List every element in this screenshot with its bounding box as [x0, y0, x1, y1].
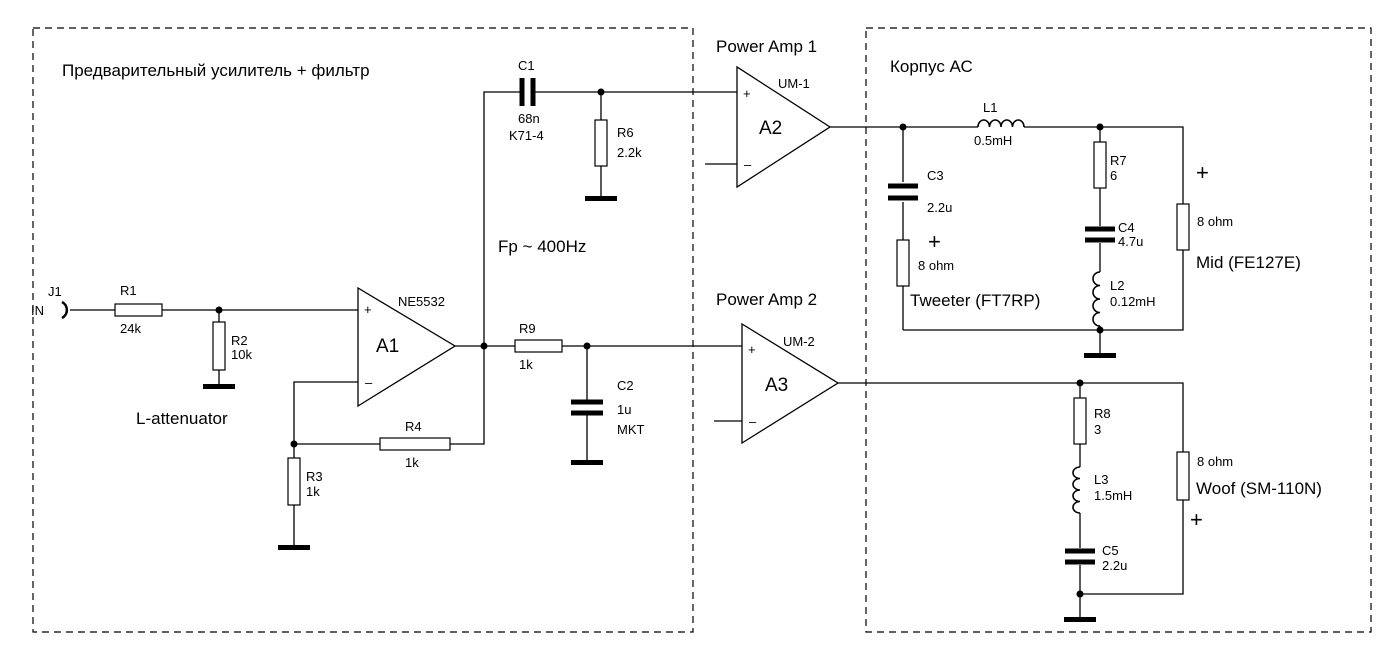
- r8-value: 3: [1094, 422, 1101, 437]
- l-attenuator-label: L-attenuator: [136, 409, 228, 428]
- speaker-woofer: [1176, 451, 1190, 501]
- woof-polarity: +: [1190, 507, 1203, 532]
- r3-value: 1k: [306, 484, 320, 499]
- c1-value: 68n: [518, 111, 540, 126]
- a1-part: NE5532: [398, 294, 445, 309]
- speaker-mid: [1176, 203, 1190, 251]
- a2-name: A2: [759, 118, 782, 139]
- j1-ref: J1: [48, 284, 62, 299]
- r2-value: 10k: [231, 347, 252, 362]
- c3-value: 2.2u: [927, 200, 952, 215]
- a2-plus: +: [743, 86, 751, 101]
- capacitor-c1: [519, 78, 536, 106]
- wires: [70, 91, 1184, 619]
- r3-ref: R3: [306, 469, 323, 484]
- j1-label: IN: [31, 303, 44, 318]
- a1-plus: +: [364, 302, 372, 317]
- capacitor-c2: [571, 399, 603, 416]
- r6-value: 2.2k: [617, 145, 642, 160]
- a1-name: A1: [376, 336, 399, 357]
- resistor-r3: [287, 457, 301, 506]
- capacitor-c4: [1085, 226, 1115, 243]
- capacitor-c5: [1065, 548, 1095, 565]
- r9-value: 1k: [519, 357, 533, 372]
- c2-ref: C2: [617, 378, 634, 393]
- r7-ref: R7: [1110, 153, 1127, 168]
- a2-minus: –: [744, 157, 752, 172]
- power-amp-a2: + – A2 UM-1: [736, 65, 832, 189]
- junction-dots: [215, 88, 1104, 598]
- resistor-r9: [514, 339, 563, 353]
- resistor-r1: [114, 303, 163, 317]
- l3-ref: L3: [1094, 472, 1108, 487]
- l3-value: 1.5mH: [1094, 488, 1132, 503]
- c4-ref: C4: [1118, 220, 1135, 235]
- r7-value: 6: [1110, 168, 1117, 183]
- l1-ref: L1: [983, 100, 997, 115]
- woof-impedance: 8 ohm: [1197, 454, 1233, 469]
- a3-plus: +: [748, 342, 756, 357]
- cabinet-block-border: [865, 27, 1372, 633]
- r9-ref: R9: [519, 321, 536, 336]
- c5-ref: C5: [1102, 543, 1119, 558]
- resistor-r6: [594, 119, 608, 167]
- r6-ref: R6: [617, 125, 634, 140]
- input-jack-icon: [61, 300, 69, 320]
- tweeter-polarity: +: [928, 229, 941, 254]
- preamp-block-border: [32, 27, 694, 633]
- r1-ref: R1: [120, 283, 137, 298]
- c1-type: K71-4: [509, 128, 544, 143]
- c1-ref: C1: [518, 58, 535, 73]
- tweeter-name: Tweeter (FT7RP): [910, 291, 1040, 310]
- a2-part: UM-1: [778, 76, 810, 91]
- ground-symbols: [203, 196, 1116, 622]
- tweeter-impedance: 8 ohm: [918, 258, 954, 273]
- mid-impedance: 8 ohm: [1197, 214, 1233, 229]
- a3-part: UM-2: [783, 334, 815, 349]
- mid-polarity: +: [1196, 160, 1209, 185]
- resistor-r8: [1073, 397, 1087, 445]
- l2-value: 0.12mH: [1110, 294, 1156, 309]
- a3-name: A3: [765, 375, 788, 396]
- resistor-r7: [1093, 141, 1107, 189]
- opamp-a1: + – A1 NE5532: [357, 286, 457, 408]
- cabinet-block-title: Корпус АС: [890, 57, 973, 76]
- r2-ref: R2: [231, 333, 248, 348]
- inductor-l2: [1092, 271, 1101, 327]
- r1-value: 24k: [120, 321, 141, 336]
- cutoff-frequency-label: Fp ~ 400Hz: [498, 237, 586, 256]
- preamp-block-title: Предварительный усилитель + фильтр: [62, 61, 370, 80]
- l2-ref: L2: [1110, 278, 1124, 293]
- c2-type: MKT: [617, 422, 645, 437]
- mid-name: Mid (FE127E): [1196, 253, 1301, 272]
- resistor-r2: [212, 321, 226, 371]
- l1-value: 0.5mH: [974, 133, 1012, 148]
- c4-value: 4.7u: [1118, 234, 1143, 249]
- r4-ref: R4: [405, 419, 422, 434]
- speaker-tweeter: [896, 239, 910, 287]
- c3-ref: C3: [927, 168, 944, 183]
- power-amp-2-title: Power Amp 2: [716, 290, 817, 309]
- power-amp-1-title: Power Amp 1: [716, 37, 817, 56]
- inductor-l1: [977, 119, 1025, 128]
- a1-minus: –: [365, 375, 373, 390]
- capacitor-c3: [888, 183, 918, 201]
- inductor-l3: [1072, 466, 1081, 514]
- power-amp-a3: + – A3 UM-2: [741, 322, 840, 445]
- resistor-r4: [379, 437, 451, 451]
- a3-minus: –: [749, 414, 757, 429]
- r8-ref: R8: [1094, 406, 1111, 421]
- r4-value: 1k: [405, 455, 419, 470]
- c5-value: 2.2u: [1102, 558, 1127, 573]
- c2-value: 1u: [617, 402, 631, 417]
- woof-name: Woof (SM-110N): [1196, 479, 1322, 498]
